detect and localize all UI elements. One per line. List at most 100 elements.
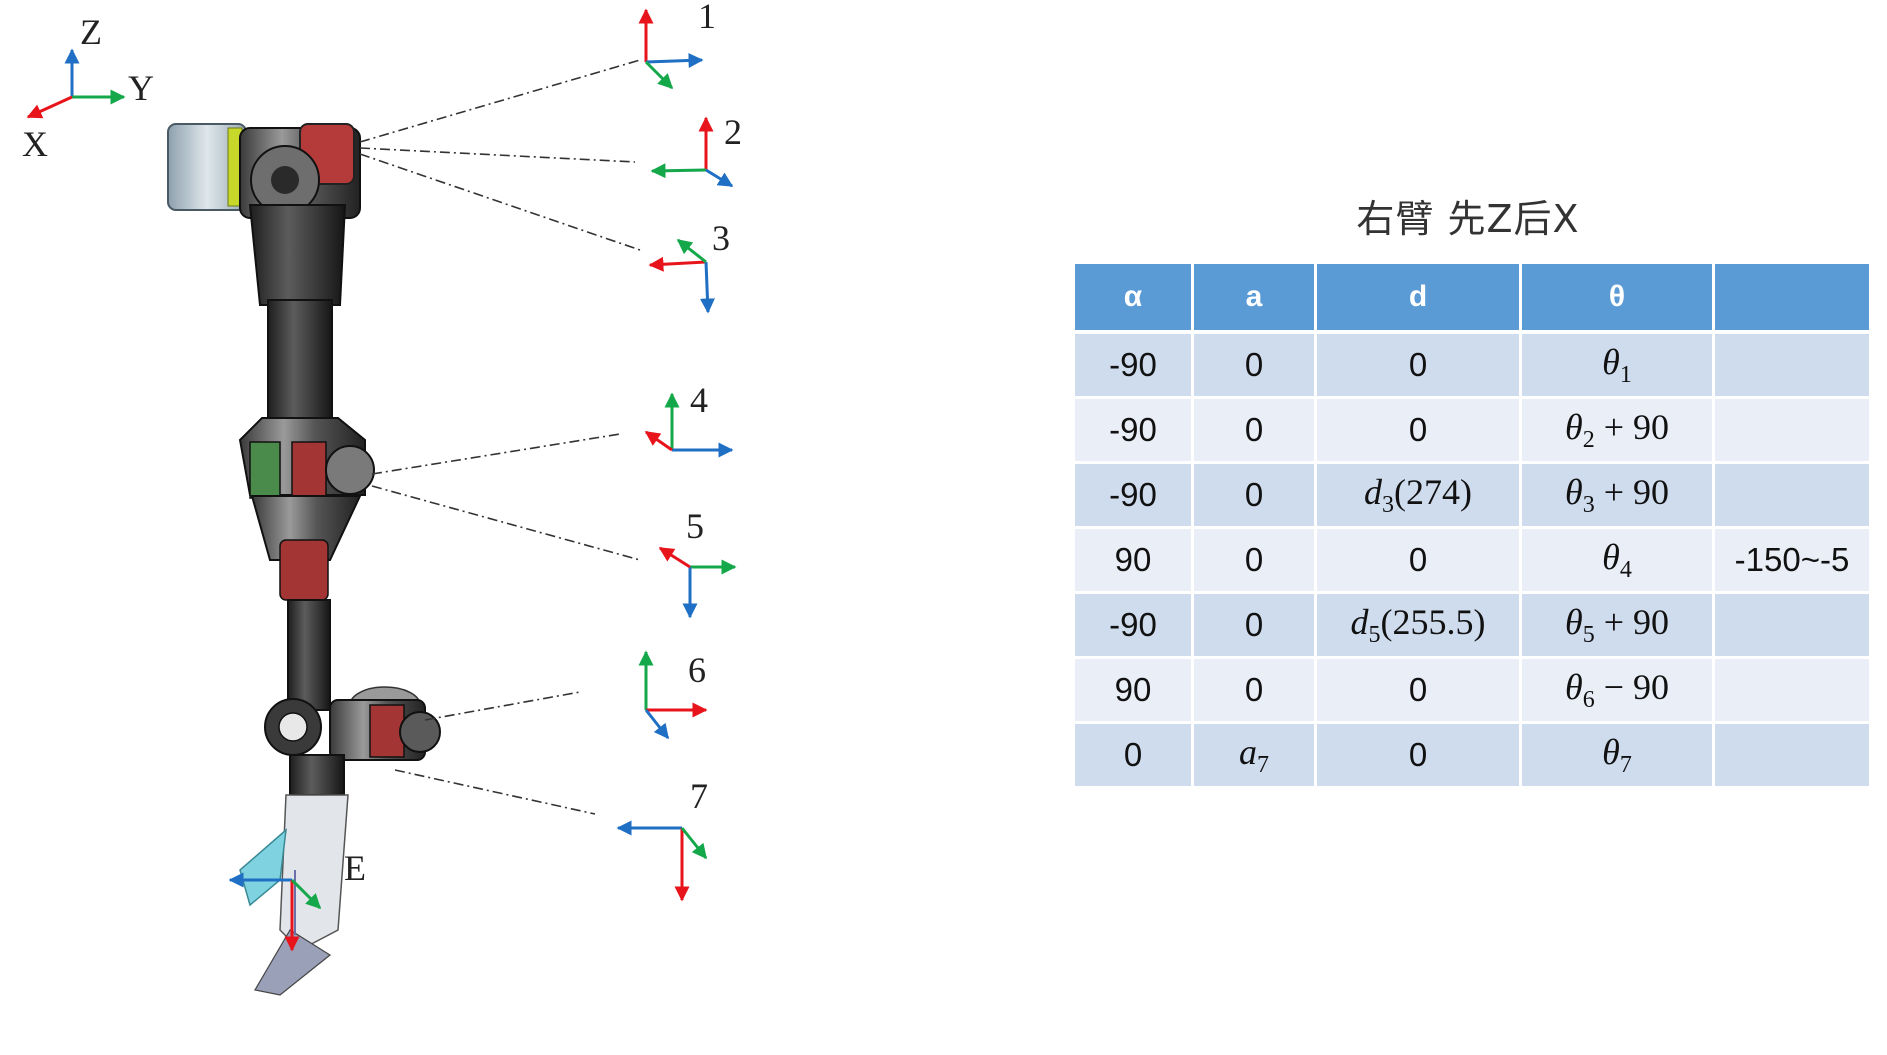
frame-4-label: 4 (690, 380, 708, 420)
dh-parameter-table: α a d θ -90 0 0 θ1 -90 0 0 θ2 + 90 -90 0… (1075, 264, 1872, 789)
cell-range (1715, 594, 1872, 659)
header-d: d (1317, 264, 1522, 334)
elbow-flange (325, 445, 375, 495)
world-x-label: X (22, 124, 48, 164)
leader-lines (359, 59, 641, 815)
frame-5-x-axis (658, 546, 691, 569)
theta-symbol: θ (1565, 602, 1583, 642)
table-row: -90 0 0 θ2 + 90 (1075, 399, 1872, 464)
cell-theta: θ2 + 90 (1522, 399, 1715, 464)
table-row: -90 0 0 θ1 (1075, 334, 1872, 399)
cell-range (1715, 659, 1872, 724)
frame-7-y-axis (680, 827, 708, 860)
upper-arm-housing (248, 204, 347, 306)
frame-1-z-axis (645, 52, 704, 68)
robot-arm-diagram: Z Y X (22, 0, 742, 996)
theta-offset: + 90 (1603, 407, 1669, 447)
cell-d: 0 (1317, 724, 1522, 789)
frame-5-label: 5 (686, 506, 704, 546)
frame-2-label: 2 (724, 112, 742, 152)
theta-subscript: 1 (1619, 362, 1632, 388)
d-subscript: 5 (1368, 622, 1381, 648)
cell-alpha: -90 (1075, 464, 1194, 529)
theta-symbol: θ (1602, 342, 1620, 382)
leader-line-5 (371, 485, 641, 561)
cell-a: a7 (1194, 724, 1317, 789)
table-row: 90 0 0 θ6 − 90 (1075, 659, 1872, 724)
theta-subscript: 4 (1619, 557, 1632, 583)
cell-d: d5(255.5) (1317, 594, 1522, 659)
cell-a: 0 (1194, 529, 1317, 594)
leader-line-3 (359, 153, 641, 251)
d-symbol: d (1364, 472, 1382, 512)
cell-theta: θ5 + 90 (1522, 594, 1715, 659)
cell-theta: θ7 (1522, 724, 1715, 789)
cell-d: 0 (1317, 399, 1522, 464)
frame-3: 3 (648, 218, 730, 314)
elbow-green-band (249, 441, 281, 499)
theta-subscript: 5 (1582, 622, 1595, 648)
frame-3-label: 3 (712, 218, 730, 258)
wrist-flange (399, 711, 441, 753)
theta-subscript: 6 (1582, 687, 1595, 713)
frame-e: E (228, 848, 366, 952)
frame-7: 7 (616, 776, 708, 902)
robot-arm-illustration (167, 123, 441, 996)
elbow-red-motor (291, 441, 327, 499)
frame-3-y-axis (676, 238, 707, 264)
cell-alpha: -90 (1075, 594, 1194, 659)
d-subscript: 3 (1382, 492, 1394, 518)
frame-4: 4 (644, 380, 734, 458)
leader-line-1 (359, 59, 641, 143)
elbow-lower-motor (279, 539, 329, 601)
cell-d: 0 (1317, 529, 1522, 594)
frame-5: 5 (658, 506, 737, 619)
cell-range (1715, 724, 1872, 789)
cell-theta: θ3 + 90 (1522, 464, 1715, 529)
wrist-connector (289, 754, 345, 796)
wrist-gear-hub (278, 712, 308, 742)
cell-alpha: 90 (1075, 659, 1194, 724)
hand-palm (279, 794, 349, 951)
cell-range: -150~-5 (1715, 529, 1872, 594)
theta-offset: + 90 (1603, 472, 1669, 512)
frame-e-y-axis (290, 878, 322, 910)
cell-alpha: -90 (1075, 334, 1194, 399)
frame-4-x-axis (644, 430, 673, 452)
frame-6-z-axis (644, 709, 670, 740)
cell-a: 0 (1194, 659, 1317, 724)
leader-line-2 (359, 147, 636, 163)
frame-e-label: E (344, 848, 366, 888)
forearm-tube (287, 599, 331, 711)
cell-a: 0 (1194, 464, 1317, 529)
table-row: 0 a7 0 θ7 (1075, 724, 1872, 789)
frame-6: 6 (638, 650, 708, 740)
a-symbol: a (1239, 732, 1257, 772)
frame-2-z-axis (705, 168, 734, 188)
frame-6-label: 6 (688, 650, 706, 690)
leader-line-6 (424, 691, 581, 721)
theta-subscript: 7 (1619, 752, 1632, 778)
theta-symbol: θ (1565, 667, 1583, 707)
frame-2-y-axis (650, 163, 707, 179)
cell-range (1715, 334, 1872, 399)
table-row: -90 0 d5(255.5) θ5 + 90 (1075, 594, 1872, 659)
hand-thumb (239, 828, 287, 907)
world-y-label: Y (128, 68, 154, 108)
cell-theta: θ6 − 90 (1522, 659, 1715, 724)
theta-symbol: θ (1602, 732, 1620, 772)
cell-theta: θ4 (1522, 529, 1715, 594)
cell-a: 0 (1194, 399, 1317, 464)
leader-line-7 (394, 769, 596, 815)
dh-table-title: 右臂 先Z后X (1356, 197, 1580, 241)
header-range (1715, 264, 1872, 334)
a-subscript: 7 (1257, 752, 1269, 778)
hand-fingers (254, 929, 332, 996)
theta-symbol: θ (1565, 472, 1583, 512)
header-theta: θ (1522, 264, 1715, 334)
d-symbol: d (1350, 602, 1369, 642)
frame-7-label: 7 (690, 776, 708, 816)
world-frame: Z Y X (22, 12, 154, 164)
cell-d: 0 (1317, 659, 1522, 724)
cell-d: d3(274) (1317, 464, 1522, 529)
